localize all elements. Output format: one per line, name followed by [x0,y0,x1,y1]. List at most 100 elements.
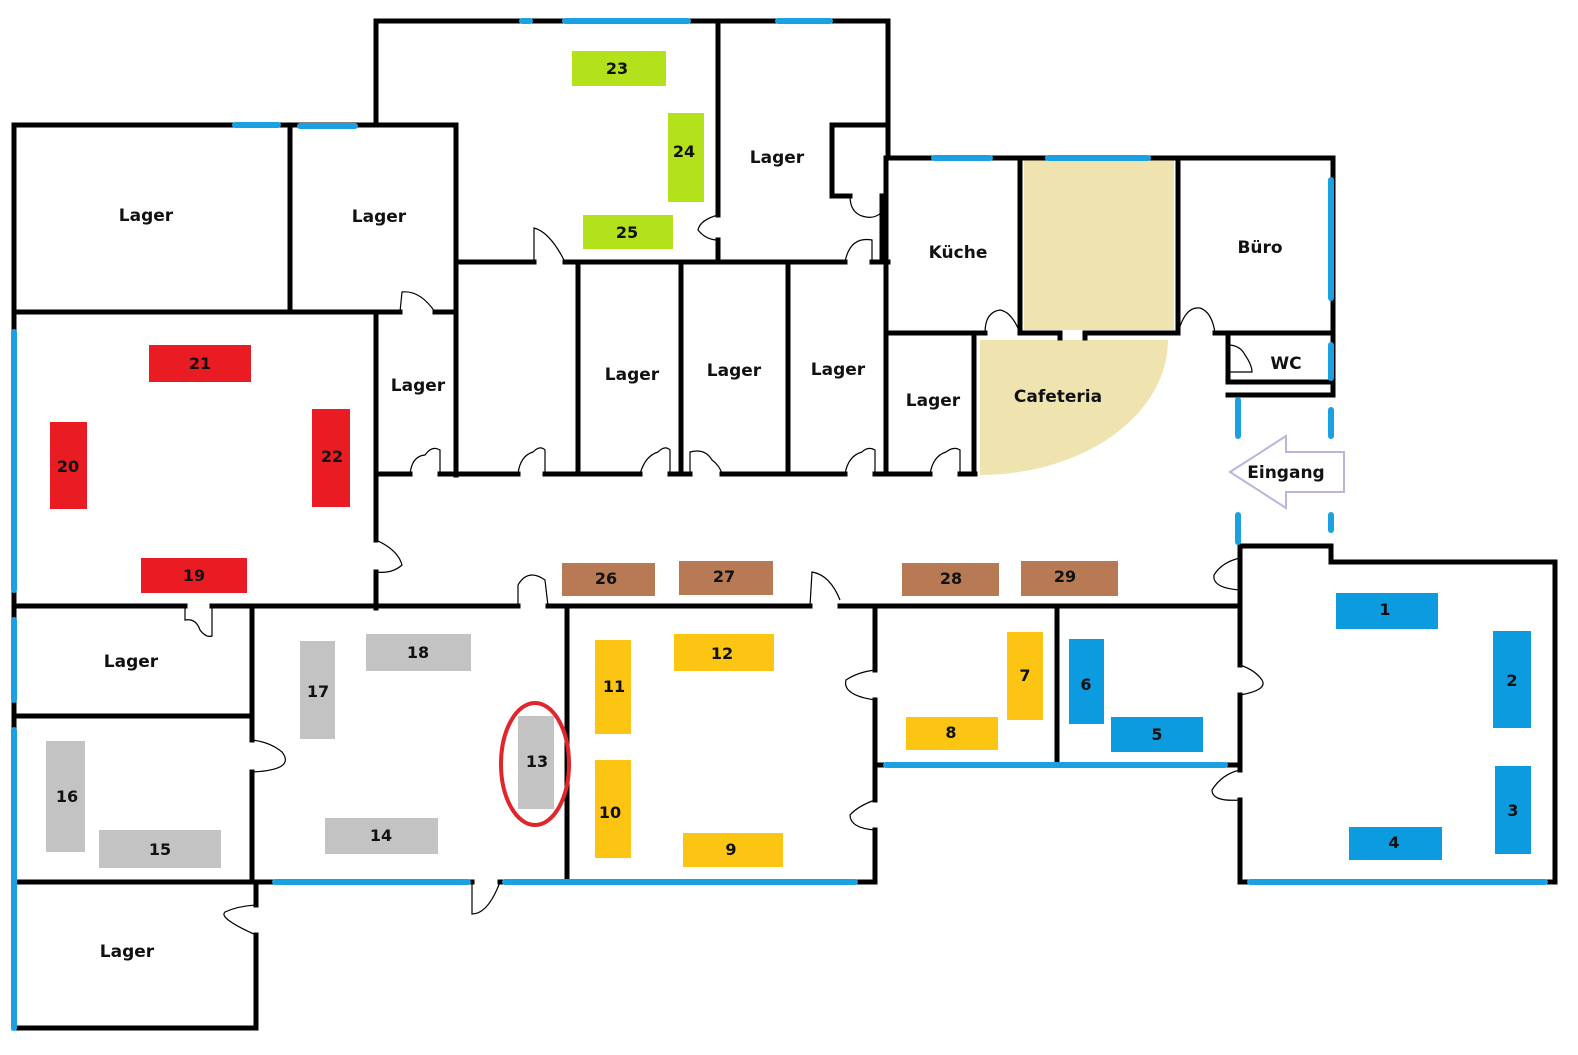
door-swing [375,539,403,573]
desks-gray [46,634,554,868]
desk-24[interactable] [668,113,704,202]
door-swing [639,447,671,475]
desk-29[interactable] [1021,561,1118,596]
door-swing [849,195,883,218]
desk-25[interactable] [583,215,673,249]
desk-16-label: 16 [56,787,78,806]
room-lager-row-2: Lager [605,365,660,385]
door-swing [984,309,1021,334]
desk-23[interactable] [572,51,666,86]
desk-28[interactable] [902,563,999,596]
room-labels: Lager Lager Lager Lager Lager Lager Lage… [100,148,1302,962]
desk-4-label: 4 [1388,833,1399,852]
desk-21[interactable] [149,345,251,382]
desk-17[interactable] [300,641,335,739]
desk-12-label: 12 [711,644,733,663]
desk-5-label: 5 [1151,725,1162,744]
desk-13[interactable] [518,716,554,809]
desk-26[interactable] [562,563,655,596]
desk-22-label: 22 [321,447,343,466]
desk-26-label: 26 [595,569,617,588]
door-swing [809,571,841,607]
desk-15-label: 15 [149,840,171,859]
desk-1[interactable] [1336,593,1438,629]
desk-20-label: 20 [57,457,79,476]
desk-19[interactable] [141,558,247,593]
room-lager-west-2: Lager [100,942,155,962]
room-wc: WC [1270,354,1301,374]
desk-7[interactable] [1007,632,1043,720]
wall-green-outer [373,18,891,161]
desk-18[interactable] [366,634,471,671]
desk-27[interactable] [679,561,773,595]
desk-6[interactable] [1069,639,1104,724]
door-swing [184,606,213,637]
door-swing [844,238,873,263]
desks-brown [562,561,1118,596]
arrow-icon [1228,434,1345,510]
entrance-label: Eingang [1247,463,1324,483]
desk-19-label: 19 [183,566,205,585]
desk-8-label: 8 [945,723,956,742]
desk-16[interactable] [46,741,85,852]
desk-10[interactable] [595,760,631,858]
cafeteria-quarter-circle [980,340,1168,475]
desk-27-label: 27 [713,567,735,586]
door-swing [1213,557,1241,591]
desk-9[interactable] [683,833,783,867]
desk-8[interactable] [906,717,998,750]
room-cafeteria: Cafeteria [1014,387,1102,407]
desk-15[interactable] [99,830,221,868]
door-swing [697,214,719,241]
desk-23-label: 23 [606,59,628,78]
wall-cafe-inner-b [1082,155,1181,341]
door-swing [409,447,441,475]
desk-12[interactable] [674,634,774,671]
desk-22[interactable] [312,409,350,507]
desk-25-label: 25 [616,223,638,242]
desk-4[interactable] [1349,827,1442,860]
desk-3-label: 3 [1507,801,1518,820]
desk-2-label: 2 [1506,671,1517,690]
room-lager-row-4: Lager [811,360,866,380]
door-swing [1239,664,1264,696]
entrance-arrow: Eingang [1228,434,1345,510]
room-buero: Büro [1237,238,1282,258]
room-lager-nw-1: Lager [119,206,174,226]
desk-17-label: 17 [307,682,329,701]
door-swing [1177,307,1216,334]
room-lager-nw-2: Lager [352,207,407,227]
door-swing [844,669,876,701]
desk-29-label: 29 [1054,567,1076,586]
desk-20[interactable] [50,422,87,509]
cafeteria-upper-fill [1024,160,1174,330]
door-swing [251,739,286,773]
desk-28-label: 28 [940,569,962,588]
desk-11[interactable] [595,640,631,734]
room-lager-green: Lager [750,148,805,168]
desk-14-label: 14 [370,826,392,845]
wall-closet [829,122,891,199]
desk-3[interactable] [1495,766,1531,854]
door-swing [517,574,549,607]
desk-11-label: 11 [603,677,625,696]
desk-24-label: 24 [673,142,695,161]
door-swing [844,447,876,475]
desk-6-label: 6 [1080,675,1091,694]
cafeteria-area [980,160,1174,475]
desks-green [572,51,704,249]
desk-14[interactable] [325,818,438,854]
desk-2[interactable] [1493,631,1531,728]
doors [184,195,1264,936]
door-swing [929,447,961,475]
desk-10-label: 10 [599,803,621,822]
room-lager-west-1: Lager [104,652,159,672]
desk-1-label: 1 [1379,600,1390,619]
desk-13-label: 13 [526,752,548,771]
desk-5[interactable] [1111,717,1203,752]
wall-cafe-inner [1017,330,1063,341]
desks-red [50,345,350,593]
room-lager-east: Lager [906,391,961,411]
door-swing [533,227,566,263]
